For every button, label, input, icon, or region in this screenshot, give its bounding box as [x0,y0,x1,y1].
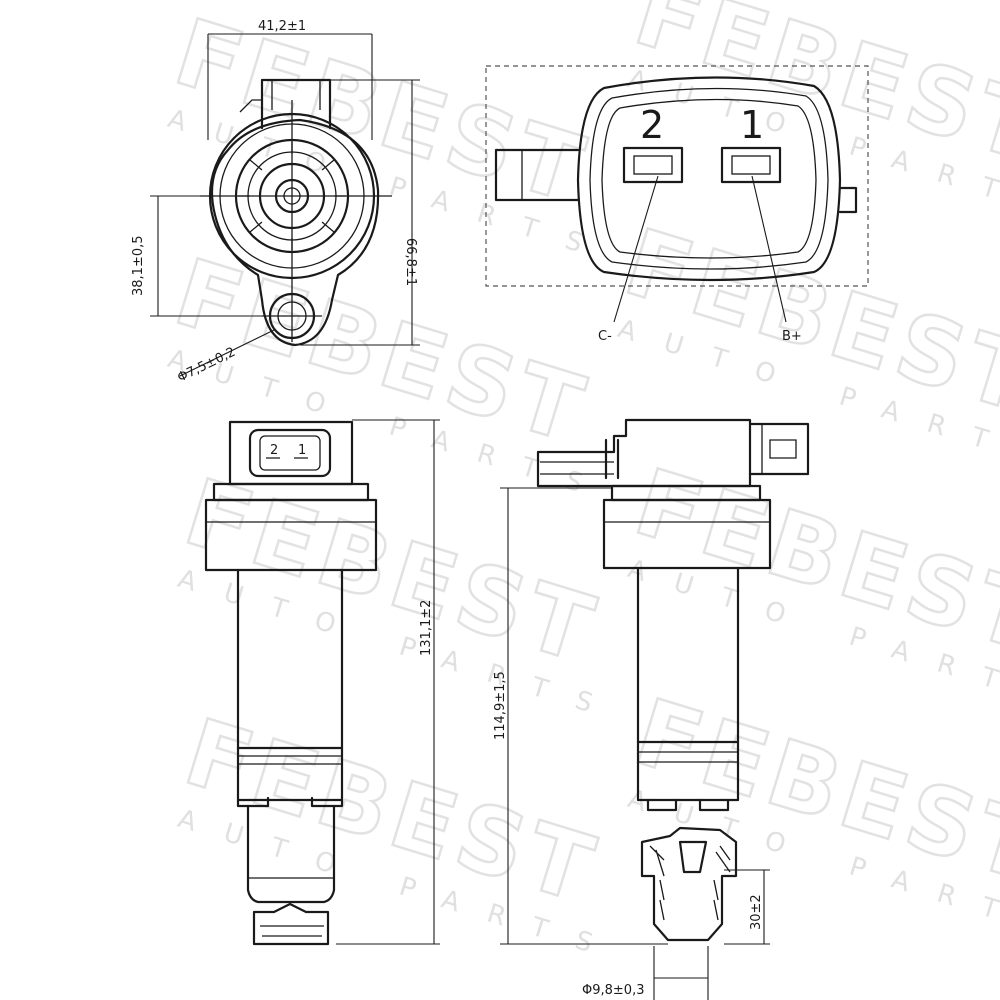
dim-total-length: 131,1±2 [419,600,434,656]
watermark: FEBEST AUTO PARTS [622,677,1000,947]
terminal-1 [720,146,782,184]
dim-mount-offset: 38,1±0,5 [131,235,146,296]
mini-pin-2: 2 [270,443,278,458]
dim-body-width: 41,2±1 [258,19,306,34]
dim-body-height: 66,8±1 [403,238,418,286]
watermark: FEBEST AUTO PARTS [162,0,614,268]
pin-1-signal: B+ [782,329,802,344]
watermark-brand: FEBEST [624,679,1000,905]
mini-pin-1: 1 [298,443,306,458]
side-view: 114,9±1,5 30±2 Φ9,8±0,3 [493,418,810,1000]
watermark: FEBEST AUTO PARTS [622,0,1000,228]
watermark: FEBEST AUTO PARTS [622,447,1000,717]
dim-boot-length: 114,9±1,5 [493,671,508,740]
dim-tip-length: 30±2 [749,894,764,930]
terminal-2 [622,146,684,184]
pin-number-2: 2 [640,103,664,147]
connector-face-view: 2 1 C- B+ [485,65,869,344]
front-view: 2 1 131,1±2 [204,419,440,946]
dim-tip-diameter: Φ9,8±0,3 [582,983,644,998]
watermark-brand: FEBEST [624,449,1000,675]
pin-number-1: 1 [740,103,764,147]
pin-2-signal: C- [598,329,612,344]
